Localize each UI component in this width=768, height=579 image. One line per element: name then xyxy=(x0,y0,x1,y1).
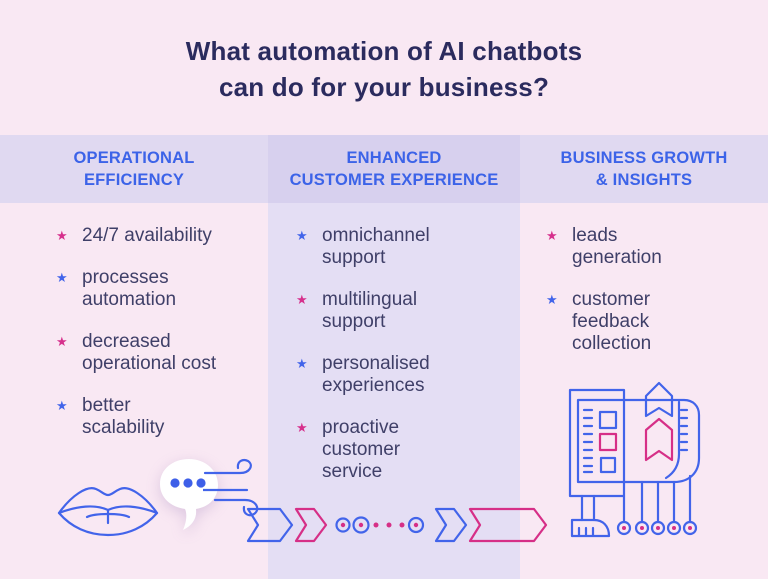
list-item-text: leads generation xyxy=(572,225,662,269)
list-enhanced-customer-experience: ★ omnichannel support ★ multilingual sup… xyxy=(296,225,486,503)
item-line: collection xyxy=(572,333,652,354)
speech-bubble-icon xyxy=(160,459,218,530)
page-title: What automation of AI chatbots can do fo… xyxy=(0,33,768,105)
star-bullet-icon: ★ xyxy=(296,292,308,307)
item-line: 24/7 availability xyxy=(82,225,212,246)
item-line: feedback xyxy=(572,311,650,332)
page-title-line1: What automation of AI chatbots xyxy=(185,36,583,66)
column-header-operational-efficiency: OPERATIONAL EFFICIENCY xyxy=(0,135,268,203)
item-line: better xyxy=(82,395,131,416)
item-line: support xyxy=(322,311,386,332)
item-line: leads xyxy=(572,225,618,246)
list-business-growth-insights: ★ leads generation ★ customer feedback c… xyxy=(546,225,736,375)
item-line: support xyxy=(322,247,386,268)
item-line: customer xyxy=(572,289,651,310)
item-line: multilingual xyxy=(322,289,418,310)
list-item: ★ omnichannel support xyxy=(296,225,486,269)
page-title-line2: can do for your business? xyxy=(218,72,550,102)
list-item-text: decreased operational cost xyxy=(82,331,216,375)
item-line: personalised xyxy=(322,353,430,374)
header-line: EFFICIENCY xyxy=(83,171,185,189)
list-item: ★ customer feedback collection xyxy=(546,289,736,355)
list-item: ★ better scalability xyxy=(56,395,256,439)
list-operational-efficiency: ★ 24/7 availability ★ processes automati… xyxy=(56,225,256,459)
column-header-business-growth-insights: BUSINESS GROWTH & INSIGHTS xyxy=(520,135,768,203)
item-line: proactive xyxy=(322,417,400,438)
star-bullet-icon: ★ xyxy=(296,420,308,435)
report-machine-illustration xyxy=(568,381,701,538)
list-item-text: customer feedback collection xyxy=(572,289,651,355)
header-line: & INSIGHTS xyxy=(595,171,693,189)
list-item-text: personalised experiences xyxy=(322,353,430,397)
star-bullet-icon: ★ xyxy=(56,228,68,243)
list-item-text: 24/7 availability xyxy=(82,225,212,247)
item-line: experiences xyxy=(322,375,425,396)
list-item: ★ decreased operational cost xyxy=(56,331,256,375)
star-bullet-icon: ★ xyxy=(296,356,308,371)
header-line: BUSINESS GROWTH xyxy=(560,149,728,167)
item-line: generation xyxy=(572,247,662,268)
list-item-text: proactive customer service xyxy=(322,417,400,483)
wind-swirl-icon xyxy=(203,458,259,517)
star-bullet-icon: ★ xyxy=(546,292,558,307)
list-item: ★ leads generation xyxy=(546,225,736,269)
item-line: scalability xyxy=(82,417,165,438)
item-line: operational cost xyxy=(82,353,217,374)
lips-illustration xyxy=(57,487,159,537)
list-item-text: multilingual support xyxy=(322,289,417,333)
header-line: OPERATIONAL xyxy=(73,149,195,167)
star-bullet-icon: ★ xyxy=(546,228,558,243)
chevron-flow-illustration xyxy=(246,507,548,543)
star-bullet-icon: ★ xyxy=(56,398,68,413)
list-item: ★ proactive customer service xyxy=(296,417,486,483)
header-line: CUSTOMER EXPERIENCE xyxy=(289,171,499,189)
list-item-text: processes automation xyxy=(82,267,176,311)
header-band-middle xyxy=(268,135,520,203)
header-band-left xyxy=(0,135,268,203)
item-line: automation xyxy=(82,289,177,310)
list-item-text: better scalability xyxy=(82,395,164,439)
star-bullet-icon: ★ xyxy=(56,270,68,285)
item-line: service xyxy=(322,461,383,482)
item-line: customer xyxy=(322,439,401,460)
star-bullet-icon: ★ xyxy=(296,228,308,243)
middle-column-band xyxy=(268,135,520,579)
list-item-text: omnichannel support xyxy=(322,225,430,269)
header-line: ENHANCED xyxy=(346,149,442,167)
header-band-right xyxy=(520,135,768,203)
column-header-enhanced-customer-experience: ENHANCED CUSTOMER EXPERIENCE xyxy=(268,135,520,203)
star-bullet-icon: ★ xyxy=(56,334,68,349)
list-item: ★ personalised experiences xyxy=(296,353,486,397)
list-item: ★ processes automation xyxy=(56,267,256,311)
item-line: omnichannel xyxy=(322,225,430,246)
list-item: ★ multilingual support xyxy=(296,289,486,333)
item-line: decreased xyxy=(82,331,171,352)
item-line: processes xyxy=(82,267,169,288)
list-item: ★ 24/7 availability xyxy=(56,225,256,247)
